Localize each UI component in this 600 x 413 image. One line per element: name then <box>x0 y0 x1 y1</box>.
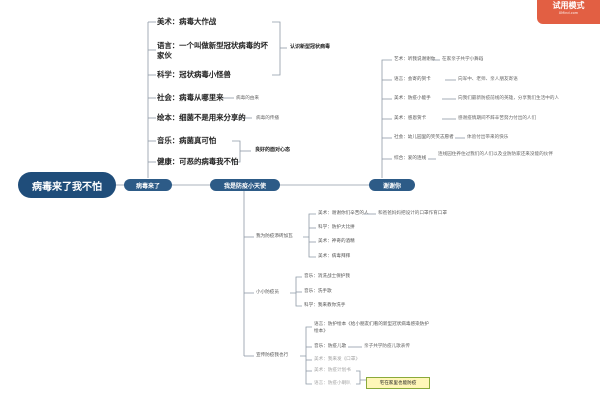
subject-science-monster[interactable]: 科学：冠状病毒小怪兽 <box>157 70 231 79</box>
connector <box>356 370 361 385</box>
hub-virus-coming[interactable]: 病毒来了 <box>124 179 172 191</box>
thanks-subject[interactable]: 美术：防疫小能手 <box>394 96 431 101</box>
thanks-detail: 体验付出带来的快乐 <box>467 135 509 140</box>
protect-item[interactable]: 美术：病毒拜拜 <box>318 254 351 259</box>
connector <box>232 140 241 163</box>
protect-item[interactable]: 音乐：防疫儿歌 <box>314 344 347 349</box>
thanks-detail: 向军中、老师、亲人朋友寄语 <box>458 77 518 82</box>
protect-group-label[interactable]: 小小防疫员 <box>256 290 279 295</box>
hub-thanks[interactable]: 谢谢你 <box>369 179 415 191</box>
root-topic[interactable]: 病毒来了我不怕 <box>18 172 116 198</box>
thanks-subject[interactable]: 语言：会寄的贺卡 <box>394 77 431 82</box>
thanks-subject[interactable]: 社会：幼儿园里的笑笑志愿者 <box>394 135 454 140</box>
detail-virus-spread: 病毒的传播 <box>256 116 279 121</box>
protect-item[interactable]: 美术：防疫计划书 <box>314 368 351 373</box>
protect-item[interactable]: 语言：防疫小喇叭 <box>314 381 351 386</box>
protect-item[interactable]: 科学：防护大比拼 <box>318 225 355 230</box>
protect-item-detail: 亲子共学防疫儿歌表传 <box>364 344 410 349</box>
hub-protect[interactable]: 我是防疫小天使 <box>210 179 280 191</box>
protect-item-detail: 和爸爸妈妈把设计的口罩作育口罩 <box>378 211 447 216</box>
connector <box>272 21 281 76</box>
detail-virus-origin: 病毒的由来 <box>236 96 259 101</box>
subject-society-origin[interactable]: 社会：病毒从哪里来 <box>157 93 224 102</box>
highlight-topic[interactable]: 宅在家里也能防疫 <box>366 377 430 389</box>
thanks-detail: 连线园住养住过我们的人们以及业防防家还来没能的伙伴 <box>438 152 553 157</box>
protect-group-label[interactable]: 我为防疫添砖加瓦 <box>256 234 293 239</box>
trial-mode-label: 试用模式 <box>552 1 585 10</box>
thanks-subject[interactable]: 美术：感恩贺卡 <box>394 116 427 121</box>
connector <box>290 276 302 294</box>
tag-know-virus[interactable]: 认识新型冠状病毒 <box>290 44 331 50</box>
trial-mode-site: XMind.com <box>558 11 579 15</box>
tag-good-mindset[interactable]: 良好的面对心态 <box>255 147 291 153</box>
connector <box>381 59 392 178</box>
thanks-subject[interactable]: 艺术：听我说谢谢你 <box>394 57 436 62</box>
subject-health-not-afraid[interactable]: 健康：可恶的病毒我不怕 <box>157 157 239 166</box>
protect-item[interactable]: 美术：神奇的酒精 <box>318 239 355 244</box>
subject-music-scary[interactable]: 音乐：病菌真可怕 <box>157 136 217 145</box>
thanks-subject[interactable]: 综合：爱的连线 <box>394 156 427 161</box>
protect-item[interactable]: 语言：防护绘本《给小朋友们看的新型冠状病毒感染防护绘本》 <box>314 322 429 334</box>
subject-book-bacteria[interactable]: 绘本：细菌不是用来分享的 <box>157 113 246 122</box>
protect-item[interactable]: 音乐：洗手歌 <box>304 289 332 294</box>
protect-item[interactable]: 美术：谢谢你们辛苦的人 <box>318 211 369 216</box>
subject-art-virus-battle[interactable]: 美术：病毒大作战 <box>157 17 217 26</box>
protect-item[interactable]: 美术：我来发《口罩》 <box>314 357 360 362</box>
subject-language-bad-virus[interactable]: 语言：一个叫做新型冠状病毒的坏家伙 <box>157 41 268 60</box>
connector <box>300 326 312 357</box>
thanks-detail: 感谢疫情期间不辞辛苦努力付出的人们 <box>458 116 537 121</box>
connector <box>308 237 316 258</box>
connector <box>303 213 316 238</box>
connector <box>295 293 302 307</box>
protect-item[interactable]: 科学：我来教你洗手 <box>304 303 346 308</box>
trial-mode-badge[interactable]: 试用模式 XMind.com <box>537 0 600 24</box>
thanks-detail: 在家亲子共学小舞蹈 <box>442 57 484 62</box>
thanks-detail: 向我们最新防疫前线的英雄，分享我们生活中的人 <box>458 96 560 101</box>
protect-item[interactable]: 音乐：消洗战士保护我 <box>304 274 350 279</box>
protect-group-label[interactable]: 宣传防疫我也行 <box>256 353 289 358</box>
connector <box>305 356 312 385</box>
